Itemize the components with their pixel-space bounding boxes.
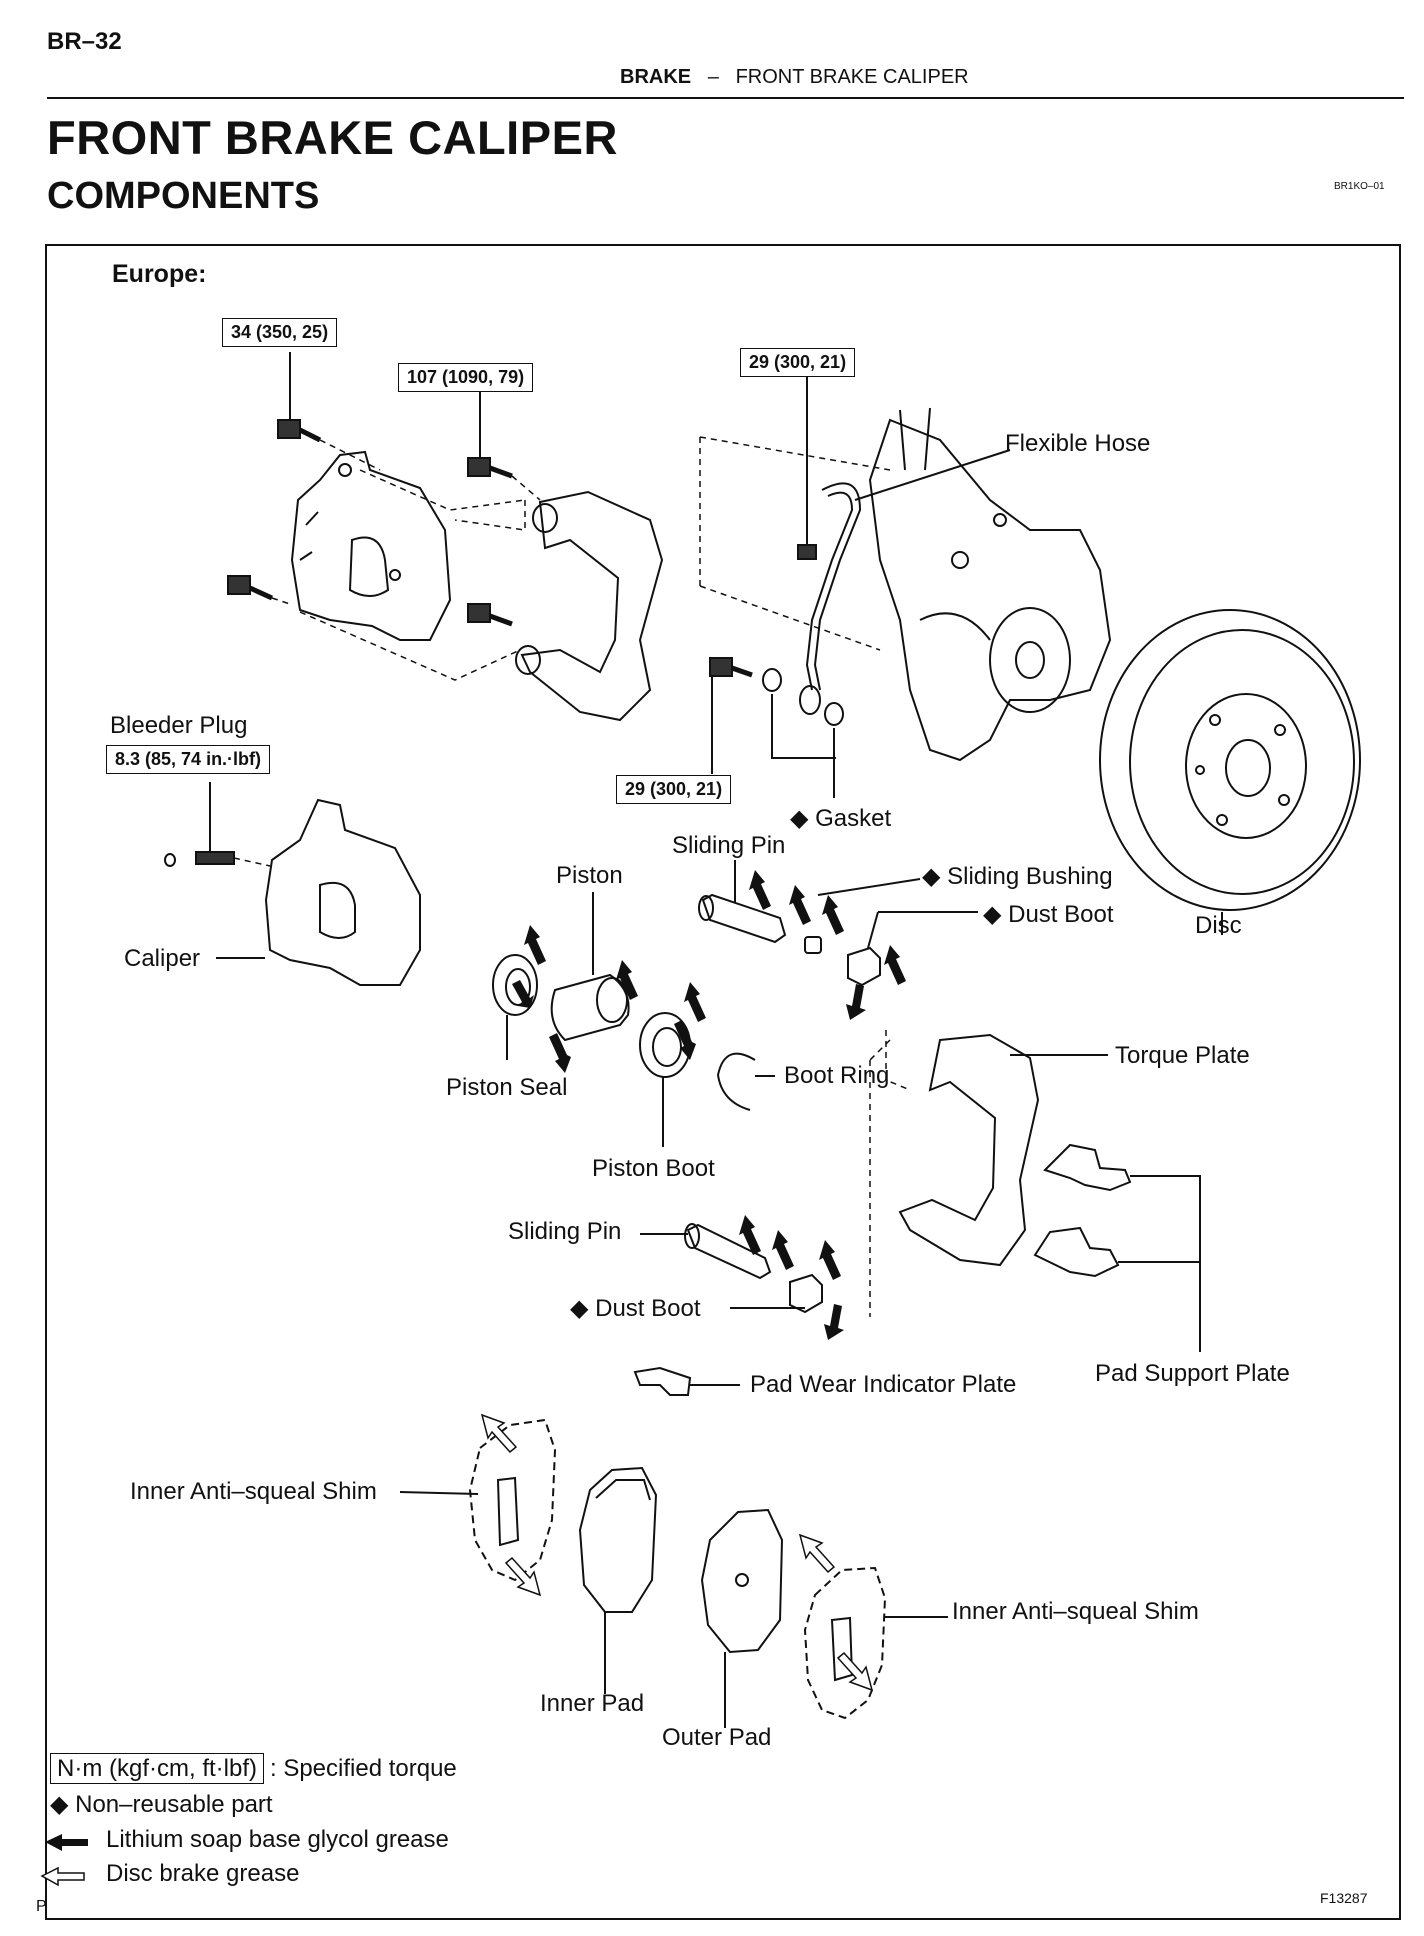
torque-torque-plate-bolt: 107 (1090, 79) <box>398 363 534 392</box>
label-piston-seal: Piston Seal <box>446 1074 568 1101</box>
label-boot-ring: Boot Ring <box>784 1062 890 1089</box>
torque-hose-bracket-bolt: 29 (300, 21) <box>740 348 856 377</box>
torque-plate-bolts <box>467 389 541 627</box>
flexible-hose-drawing <box>797 377 1011 715</box>
reference-code: BR1KO–01 <box>1334 181 1385 192</box>
label-sliding-bushing: ◆ Sliding Bushing <box>922 863 1113 890</box>
caliper-lower-drawing <box>216 798 421 986</box>
pad-wear-indicator-drawing <box>633 1366 740 1396</box>
legend-torque-text: : Specified torque <box>269 1755 457 1782</box>
label-dust-boot-lower: ◆ Dust Boot <box>570 1295 701 1322</box>
legend-lithium-grease: Lithium soap base glycol grease <box>106 1826 449 1853</box>
sliding-pin-upper-drawing <box>698 860 978 987</box>
torque-plate-lower-drawing <box>898 1033 1108 1267</box>
inner-shim-left-drawing <box>399 1418 557 1582</box>
inner-pad-drawing <box>578 1466 658 1694</box>
torque-bleeder-plug: 8.3 (85, 74 in.·lbf) <box>106 745 271 774</box>
label-dust-boot-upper: ◆ Dust Boot <box>983 901 1114 928</box>
label-torque-plate: Torque Plate <box>1115 1042 1250 1069</box>
label-inner-anti-squeal-shim-left: Inner Anti–squeal Shim <box>130 1478 377 1505</box>
caliper-upper-drawing <box>290 450 452 641</box>
page-subtitle: COMPONENTS <box>47 175 320 217</box>
diagram-frame <box>45 244 1401 1920</box>
inner-shim-right-drawing <box>803 1566 948 1720</box>
lithium-grease-arrows <box>512 870 906 1340</box>
running-header: BRAKE – FRONT BRAKE CALIPER <box>620 66 969 89</box>
caliper-bolts <box>227 352 381 605</box>
label-sliding-pin-lower: Sliding Pin <box>508 1218 622 1245</box>
torque-caliper-bolt: 34 (350, 25) <box>222 318 338 347</box>
bleeder-plug-drawing <box>164 782 271 867</box>
header-separator: – <box>707 66 719 88</box>
legend-disc-brake-grease: Disc brake grease <box>106 1860 300 1887</box>
corner-mark: P <box>36 1898 47 1915</box>
legend-torque: N·m (kgf·cm, ft·lbf): Specified torque <box>50 1753 457 1784</box>
sliding-pin-lower-drawing <box>640 1223 823 1314</box>
header-rule <box>47 97 1404 99</box>
label-disc: Disc <box>1195 912 1242 939</box>
page-code: BR–32 <box>47 28 122 55</box>
legend-icons <box>40 1834 88 1887</box>
label-gasket: ◆ Gasket <box>790 805 892 832</box>
label-piston-boot: Piston Boot <box>592 1155 715 1182</box>
subsection-name: FRONT BRAKE CALIPER <box>735 66 969 88</box>
pad-support-plate-drawing <box>1033 1143 1201 1352</box>
assembly-guide-lines <box>299 436 911 1317</box>
torque-plate-upper-drawing <box>515 490 664 722</box>
torque-union-bolt: 29 (300, 21) <box>616 775 732 804</box>
section-name: BRAKE <box>620 66 692 88</box>
label-inner-anti-squeal-shim-right: Inner Anti–squeal Shim <box>952 1598 1199 1625</box>
label-outer-pad: Outer Pad <box>662 1724 772 1751</box>
disc-rotor-drawing <box>1099 609 1361 935</box>
page-title: FRONT BRAKE CALIPER <box>47 111 618 164</box>
label-sliding-pin-upper: Sliding Pin <box>672 832 786 859</box>
label-pad-support-plate: Pad Support Plate <box>1095 1360 1290 1387</box>
label-piston: Piston <box>556 862 623 889</box>
outer-pad-drawing <box>700 1508 784 1728</box>
legend-non-reusable: ◆ Non–reusable part <box>50 1791 273 1818</box>
label-caliper: Caliper <box>124 945 201 972</box>
region-label: Europe: <box>112 260 207 288</box>
disc-grease-arrows <box>480 1413 874 1692</box>
label-pad-wear-indicator-plate: Pad Wear Indicator Plate <box>750 1371 1017 1398</box>
figure-id: F13287 <box>1320 1890 1368 1906</box>
union-bolt-drawing <box>709 657 844 798</box>
legend-torque-box: N·m (kgf·cm, ft·lbf) <box>50 1753 264 1784</box>
label-flexible-hose: Flexible Hose <box>1005 430 1151 457</box>
piston-parts-drawing <box>492 892 775 1147</box>
label-bleeder-plug: Bleeder Plug <box>110 712 248 739</box>
label-inner-pad: Inner Pad <box>540 1690 645 1717</box>
steering-knuckle-drawing <box>868 407 1112 762</box>
